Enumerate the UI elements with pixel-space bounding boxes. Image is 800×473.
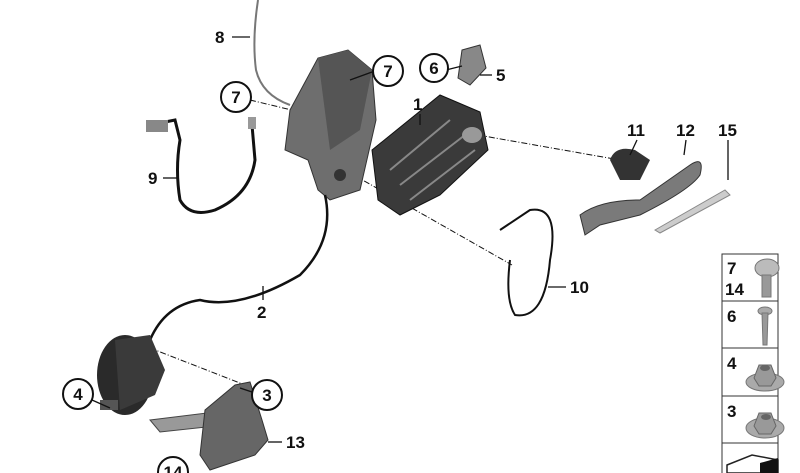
callout-14: 14 [164, 463, 183, 473]
callout-13: 13 [286, 433, 305, 452]
countersunk-screw-icon [757, 306, 773, 346]
callout-3: 3 [262, 386, 271, 405]
outer-handle-part [579, 161, 702, 236]
lock-bracket-part [457, 44, 487, 86]
bowden-cable-8 [253, 0, 291, 106]
bowden-cable-2 [148, 194, 329, 341]
seal-strip-part [654, 189, 731, 234]
callout-1: 1 [413, 95, 422, 114]
callout-4: 4 [73, 385, 83, 404]
door-lock-part [284, 49, 377, 201]
callout-15: 15 [718, 121, 737, 140]
callout-12: 12 [676, 121, 695, 140]
hardware-legend: 7 14 6 4 3 [721, 253, 785, 473]
bowden-cable-10 [499, 208, 554, 317]
lock-actuator-part [97, 335, 165, 415]
legend-label-6: 6 [727, 307, 736, 326]
callout-8: 8 [215, 28, 224, 47]
wiring-harness-part [146, 117, 257, 214]
legend-label-14: 14 [725, 280, 744, 299]
callout-11: 11 [627, 121, 645, 140]
flange-nut-icon [745, 364, 785, 392]
legend-label-7: 7 [727, 259, 736, 278]
callout-6: 6 [429, 59, 438, 78]
bracket-13-part [149, 381, 269, 471]
callout-7: 7 [383, 62, 392, 81]
assembly-lines [149, 99, 621, 386]
callout-10: 10 [570, 278, 589, 297]
leader-lines [91, 36, 729, 443]
handle-carrier-part [371, 94, 489, 216]
flange-nut-icon [745, 412, 785, 439]
legend-label-4: 4 [727, 354, 737, 373]
callout-2: 2 [257, 303, 266, 322]
callout-7: 7 [231, 88, 240, 107]
callout-5: 5 [496, 66, 505, 85]
callout-9: 9 [148, 169, 157, 188]
pan-head-screw-icon [754, 258, 780, 298]
handle-cover-part [610, 148, 650, 180]
bracket-profile-icon [726, 454, 779, 473]
legend-label-3: 3 [727, 402, 736, 421]
